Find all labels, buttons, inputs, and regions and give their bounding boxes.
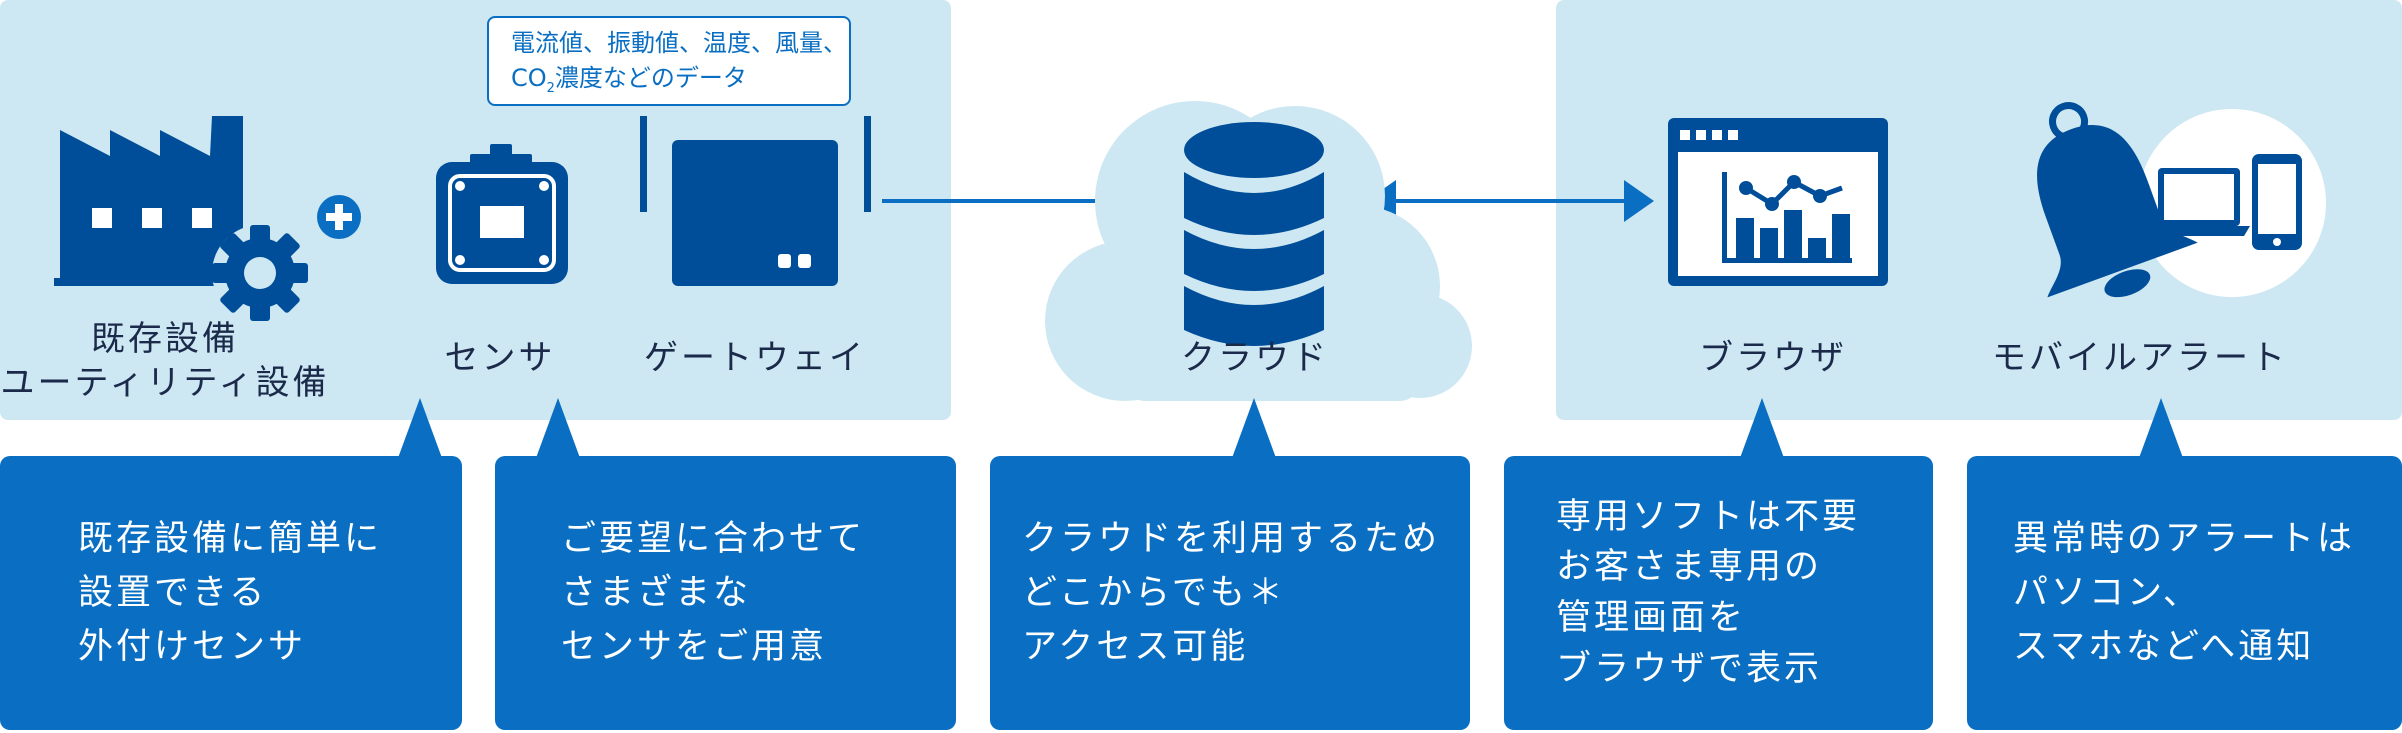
callout-line: 専用ソフトは不要: [1556, 496, 1861, 537]
callout-line: ご要望に合わせて: [561, 518, 866, 559]
label-cloud: クラウド: [1181, 338, 1329, 378]
data-note-co: CO: [511, 63, 547, 92]
callout-equipment: 既存設備に簡単に 設置できる 外付けセンサ: [0, 398, 462, 730]
label-equipment: 既存設備 ユーティリティ設備: [0, 317, 330, 405]
callout-browser: 専用ソフトは不要 お客さま専用の 管理画面を ブラウザで表示: [1504, 398, 1933, 730]
data-note-line1: 電流値、振動値、温度、風量、: [511, 29, 847, 57]
callout-line: クラウドを利用するため: [1022, 518, 1441, 559]
label-equipment-line2: ユーティリティ設備: [0, 363, 330, 404]
callout-mobile: 異常時のアラートは パソコン、 スマホなどへ通知: [1967, 398, 2402, 730]
plus-icon: [317, 195, 361, 239]
callout-sensor: ご要望に合わせて さまざまな センサをご用意: [495, 398, 956, 730]
callout-line: お客さま専用の: [1556, 547, 1823, 588]
callout-line: 管理画面を: [1556, 598, 1747, 638]
callout-line: どこからでも＊: [1022, 572, 1286, 613]
label-sensor: センサ: [444, 338, 556, 378]
label-equipment-line1: 既存設備: [91, 319, 239, 359]
data-note: 電流値、振動値、温度、風量、 CO2濃度などのデータ: [487, 16, 851, 106]
callout-tail: [2139, 398, 2183, 458]
callout-tail: [1740, 398, 1784, 458]
callout-line: アクセス可能: [1022, 627, 1249, 668]
callout-line: さまざまな: [561, 572, 752, 613]
factory-gear-icon: [54, 116, 308, 321]
callout-line: 設置できる: [78, 572, 268, 613]
callout-tail: [536, 398, 580, 458]
callout-line: ブラウザで表示: [1556, 648, 1823, 689]
callout-line: 既存設備に簡単に: [78, 518, 383, 559]
callout-line: パソコン、: [2013, 572, 2201, 613]
callout-tail: [398, 398, 442, 458]
callout-line: スマホなどへ通知: [2013, 627, 2315, 668]
bell-devices-icon: [2037, 102, 2326, 298]
callout-line: 外付けセンサ: [78, 627, 307, 668]
label-mobile: モバイルアラート: [1992, 338, 2288, 378]
cloud-database-icon: [1045, 101, 1472, 401]
browser-chart-icon: [1668, 118, 1888, 286]
data-note-subscript: 2: [546, 80, 555, 96]
label-browser: ブラウザ: [1699, 338, 1847, 378]
sensor-icon: [436, 144, 568, 284]
callout-line: 異常時のアラートは: [2013, 518, 2356, 559]
callout-cloud: クラウドを利用するため どこからでも＊ アクセス可能: [990, 398, 1470, 730]
label-gateway: ゲートウェイ: [644, 338, 866, 378]
callout-tail: [1232, 398, 1276, 458]
callout-line: センサをご用意: [561, 627, 828, 668]
data-note-rest: 濃度などのデータ: [554, 63, 747, 92]
data-note-line2: CO2濃度などのデータ: [511, 61, 849, 99]
gateway-icon: [640, 116, 871, 286]
